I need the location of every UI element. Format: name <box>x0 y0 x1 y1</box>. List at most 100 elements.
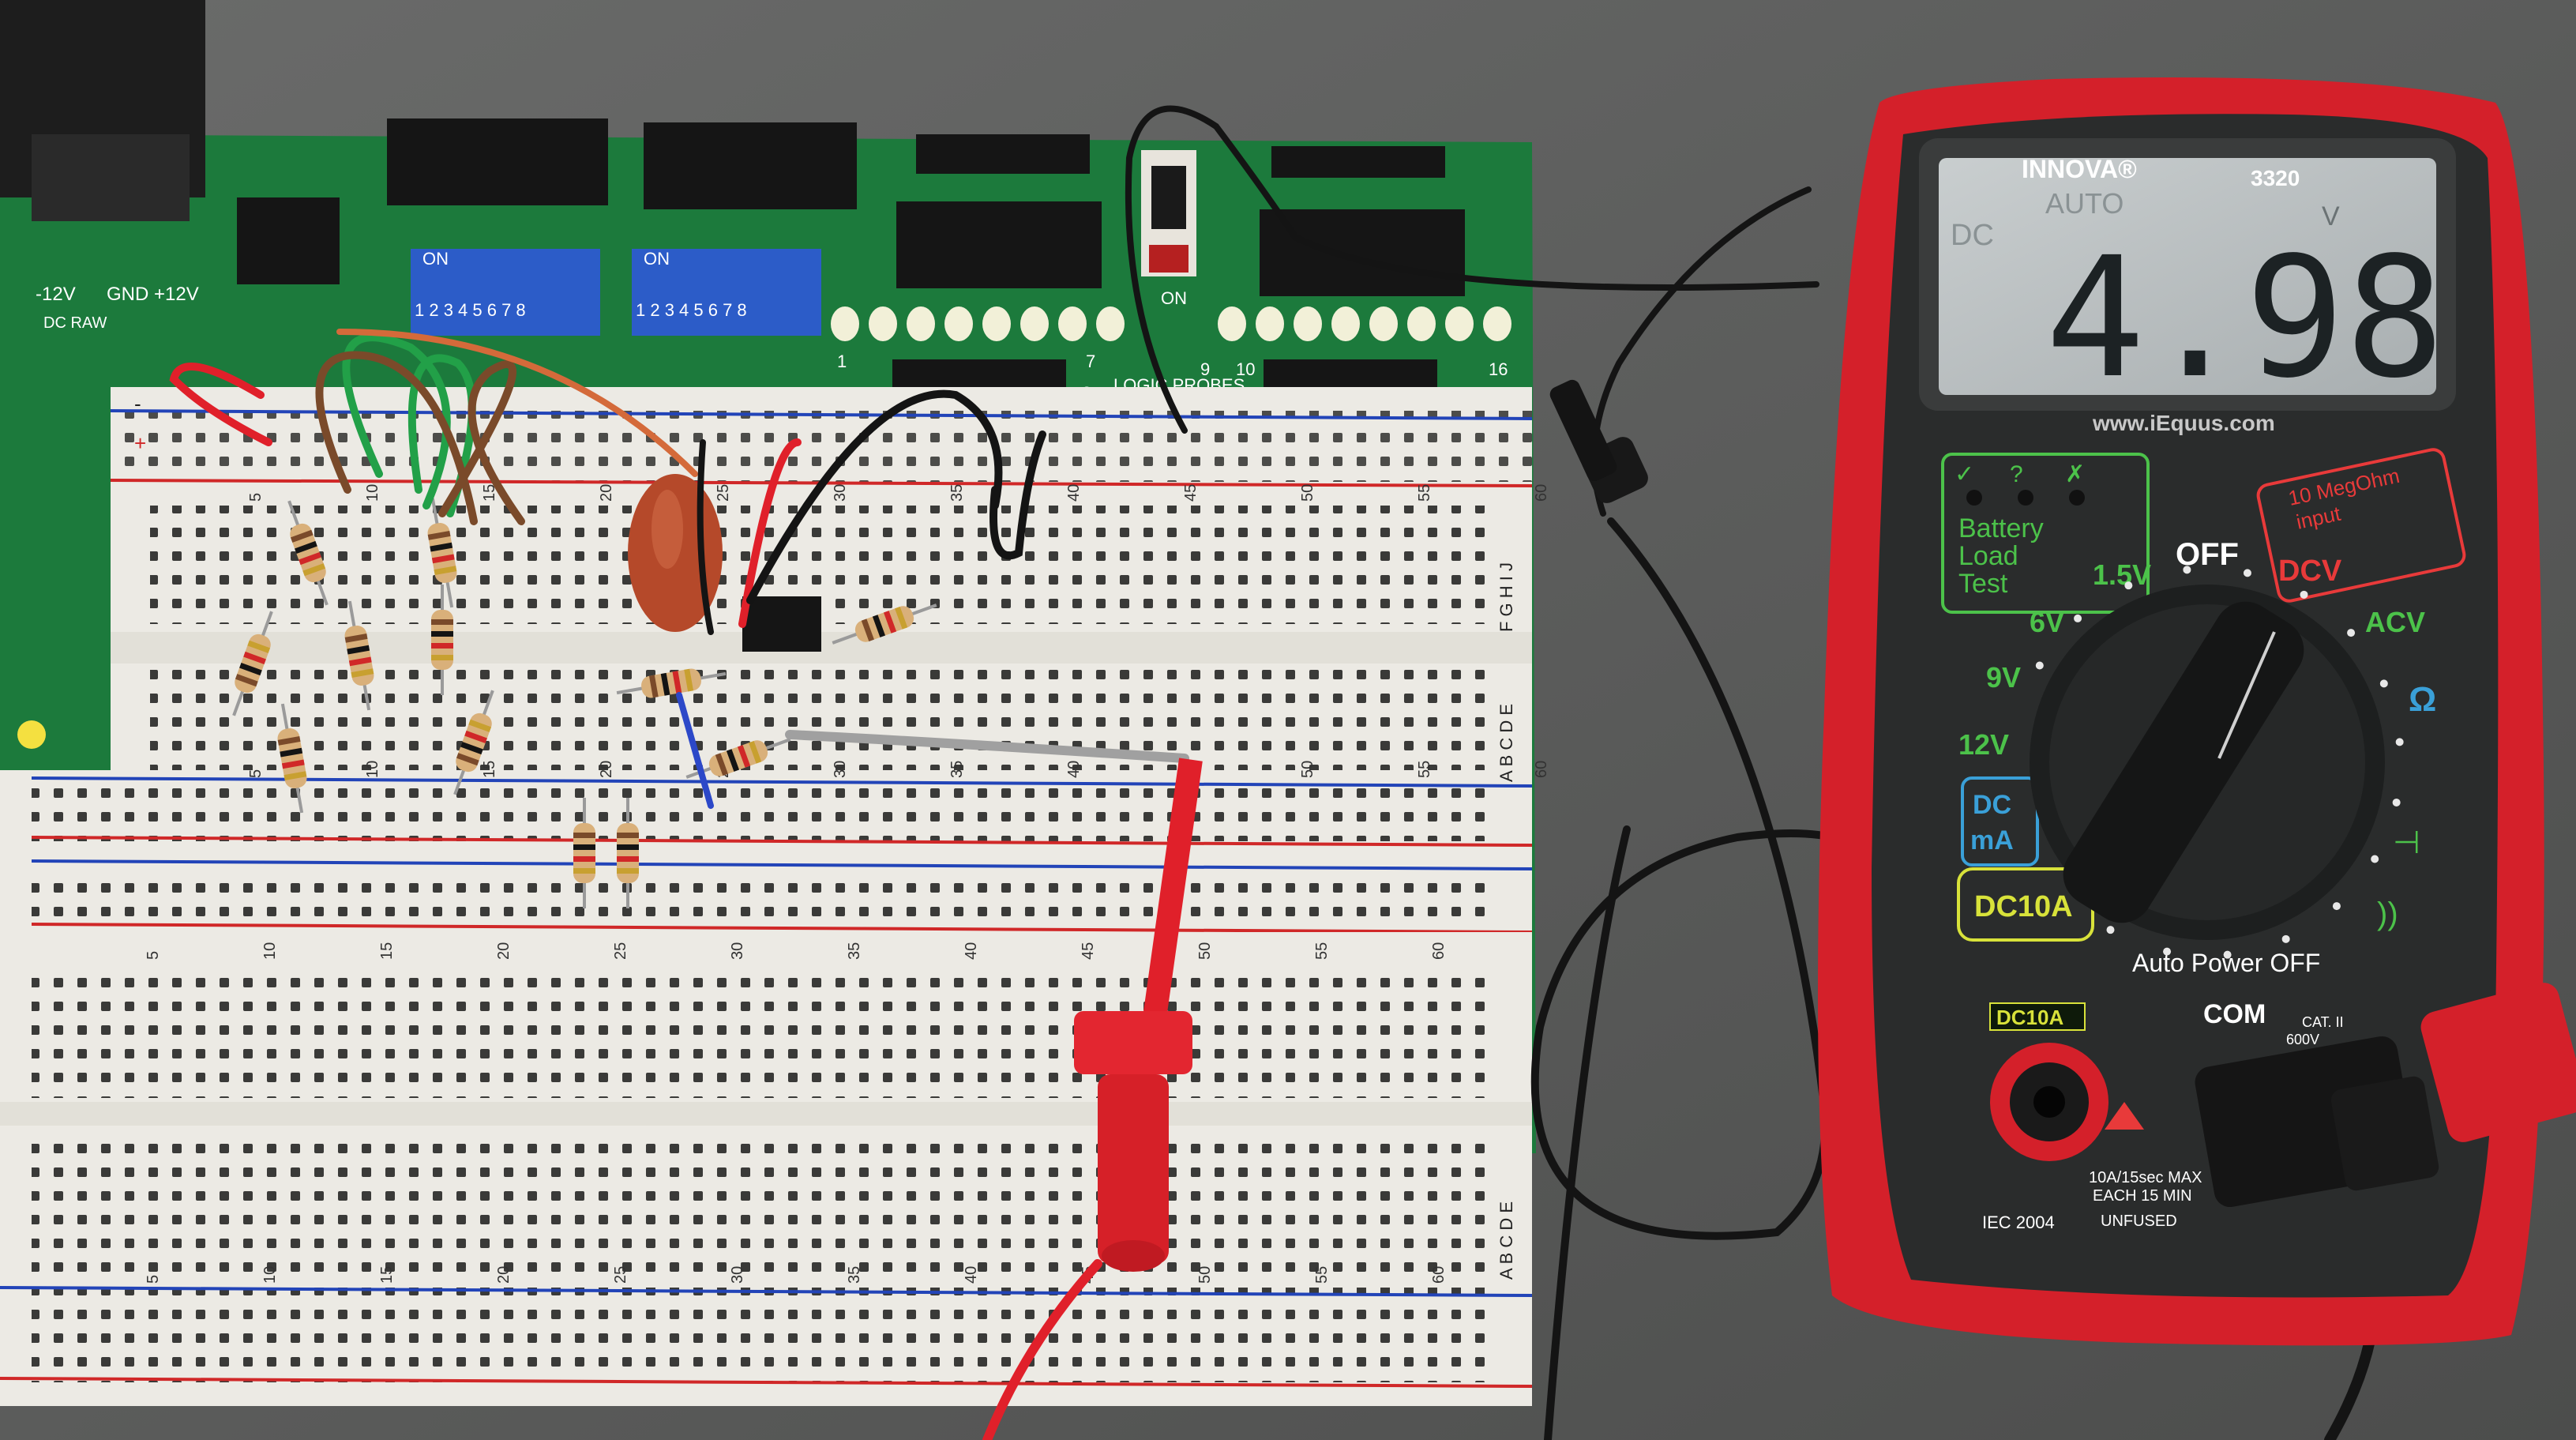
ic-chip <box>896 201 1102 288</box>
column-number: 30 <box>729 1266 746 1284</box>
column-number: 5 <box>145 951 162 960</box>
column-number: 25 <box>715 484 732 502</box>
dial-dcv: DCV <box>2278 555 2342 588</box>
probe-wire-black-loop <box>1530 517 1883 1240</box>
led <box>869 306 897 341</box>
dial-dot <box>2183 566 2191 574</box>
column-number: 55 <box>1313 942 1331 960</box>
dial-dot <box>2243 569 2251 577</box>
ic-chip-breadboard <box>742 596 821 652</box>
column-number: 35 <box>846 1266 863 1284</box>
dial-9v: 9V <box>1986 661 2021 694</box>
status-check-bad: ✗ <box>2065 461 2085 487</box>
dial-acv: ACV <box>2365 606 2425 638</box>
lcd-auto-label: AUTO <box>2045 187 2124 220</box>
column-number: 45 <box>1080 942 1097 960</box>
resistor <box>616 668 727 698</box>
v-plug-red[interactable] <box>2417 979 2576 1146</box>
column-number: 60 <box>1430 1266 1448 1284</box>
column-number: 60 <box>1533 761 1550 778</box>
column-number: 10 <box>364 761 381 778</box>
column-number: 15 <box>481 484 498 502</box>
dial-dc10a: DC10A <box>1974 890 2073 923</box>
probe-wire-black-down <box>1544 825 1631 1440</box>
probe-wire-red <box>982 1259 1102 1440</box>
lcd-dc-label: DC <box>1951 219 1994 252</box>
dip-switch-2 <box>632 249 821 336</box>
ic-chip <box>644 122 857 209</box>
row-letters-top: F G H I J <box>1496 562 1516 632</box>
dial-ohm: Ω <box>2409 680 2436 719</box>
rail-line-blue <box>110 409 1533 420</box>
jumper-wires <box>169 105 2382 1440</box>
wire-gray <box>785 730 1189 763</box>
rotary-dial[interactable] <box>2030 585 2385 940</box>
com-label: COM <box>2203 999 2266 1029</box>
dial-1-5v: 1.5V <box>2093 558 2151 591</box>
led <box>1058 306 1087 341</box>
wire-green-2 <box>407 354 476 517</box>
breadboard-middle-rails <box>0 770 1533 960</box>
column-number: 35 <box>948 484 966 502</box>
column-number: 10 <box>261 1266 279 1284</box>
lcd-reading: 4.98 <box>2045 221 2445 415</box>
column-number: 5 <box>145 1275 162 1284</box>
wire-red-2 <box>738 438 802 628</box>
dial-dot <box>2371 855 2379 863</box>
dial-dot <box>2074 614 2082 622</box>
dial-dot <box>2332 902 2341 911</box>
column-number: 50 <box>1299 484 1316 502</box>
website-label: www.iEquus.com <box>2092 411 2275 435</box>
switch-on-label: ON <box>1161 288 1187 308</box>
column-number: 20 <box>495 1266 513 1284</box>
battery-label-2: Load <box>1958 541 2018 571</box>
dial-dot <box>2124 581 2133 590</box>
column-number: 60 <box>1533 484 1550 502</box>
dc-raw-label: DC RAW <box>43 314 107 332</box>
row-letters-lower: A B C D E <box>1496 1201 1516 1280</box>
power-label-neg12: -12V <box>36 284 76 305</box>
column-number: 20 <box>598 761 615 778</box>
black-probe-clip <box>1549 379 1648 503</box>
brand-label: INNOVA® <box>2022 155 2137 183</box>
led <box>1483 306 1511 341</box>
wire-brown-2 <box>438 360 525 525</box>
rail-minus-label: - <box>134 392 141 415</box>
iec-label: IEC 2004 <box>1982 1213 2055 1232</box>
probe-num-9: 9 <box>1200 359 1210 379</box>
led <box>1256 306 1284 341</box>
warning-icon <box>2105 1102 2144 1130</box>
com-plug-black[interactable] <box>2192 1034 2440 1209</box>
resistor <box>573 798 595 908</box>
fuse-text-1: 10A/15sec MAX <box>2089 1169 2202 1186</box>
probe-num-1: 1 <box>837 352 847 371</box>
column-number: 15 <box>378 1266 396 1284</box>
dial-6v: 6V <box>2030 606 2064 638</box>
led <box>907 306 935 341</box>
power-label-pos12: +12V <box>154 284 199 305</box>
led <box>831 306 859 341</box>
led <box>1369 306 1398 341</box>
cat-label-1: CAT. II <box>2302 1014 2344 1030</box>
resistors <box>232 498 937 908</box>
ic-chip <box>387 118 608 205</box>
probe-wire-black-top <box>1125 105 1819 434</box>
resistor <box>277 703 307 814</box>
multimeter: INNOVA® 3320 AUTO DC V 4.98 www.iEquus.c… <box>1818 77 2576 1346</box>
column-number: 35 <box>846 942 863 960</box>
wire-red-1 <box>169 363 272 446</box>
probe-num-7: 7 <box>1086 352 1095 371</box>
dial-dcma-2: mA <box>1970 825 2014 855</box>
dial-dot <box>2395 738 2404 746</box>
column-number: 35 <box>948 761 966 778</box>
column-number: 20 <box>495 942 513 960</box>
resistor <box>232 611 273 716</box>
dcma-panel <box>1961 776 2039 867</box>
dip-switch-1 <box>411 249 600 336</box>
status-check-ok: ✓ <box>1955 461 1974 487</box>
column-number: 40 <box>963 942 980 960</box>
resistor <box>617 798 639 908</box>
dial-dcma-1: DC <box>1973 790 2011 820</box>
column-number: 60 <box>1430 942 1448 960</box>
dial-dot <box>2281 934 2290 943</box>
